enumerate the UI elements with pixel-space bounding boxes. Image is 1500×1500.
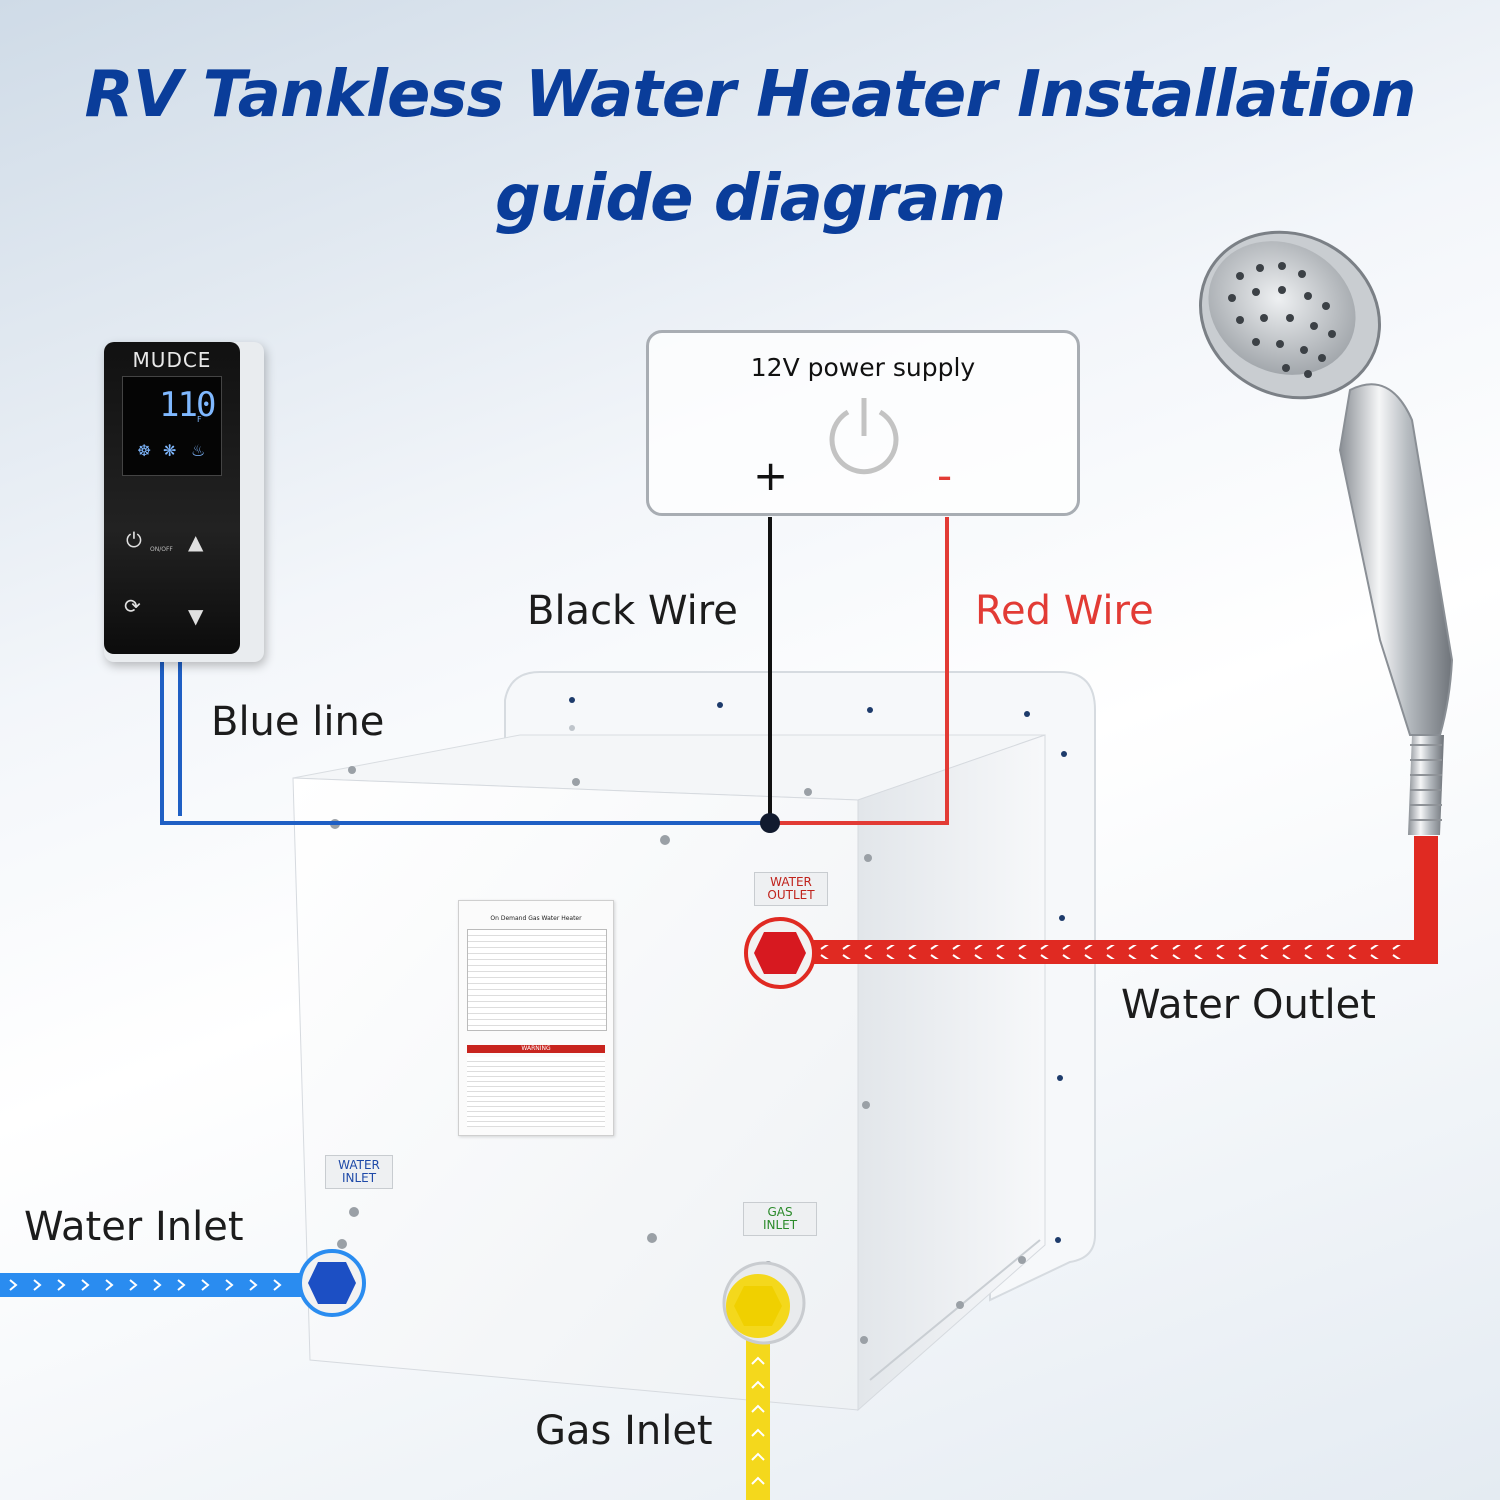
temperature-unit: F — [197, 415, 202, 424]
gas-inlet-label: Gas Inlet — [535, 1408, 713, 1454]
water-inlet-fitting — [298, 1249, 366, 1317]
temperature-readout: 110 — [159, 385, 216, 425]
display-screen: 110 F ☸ ❋ ♨ — [122, 376, 222, 476]
control-panel: MUDCE 110 F ☸ ❋ ♨ ⏻ ON/OFF ▲ ⟳ ▼ — [104, 342, 264, 662]
rating-plate: On Demand Gas Water Heater WARNING — [458, 900, 614, 1136]
fan-icon: ❋ — [163, 441, 177, 460]
rating-plate-title: On Demand Gas Water Heater — [490, 915, 582, 922]
temp-up-button[interactable]: ▲ — [188, 530, 204, 554]
gas-inlet-tag-line2: INLET — [762, 1218, 798, 1232]
temp-down-button[interactable]: ▼ — [188, 604, 204, 628]
power-supply-box: 12V power supply + - — [646, 330, 1080, 516]
power-button-icon[interactable]: ⏻ — [126, 528, 142, 552]
rating-plate-specs — [467, 929, 607, 1031]
gas-inlet-tag: GAS INLET — [743, 1202, 817, 1236]
black-wire-label: Black Wire — [527, 588, 738, 634]
rating-plate-warning: WARNING — [467, 1045, 605, 1053]
wire-junction — [760, 813, 780, 833]
water-outlet-tag-line1: WATER — [770, 875, 812, 889]
flame-icon: ♨ — [191, 441, 206, 460]
shower-head-icon — [1199, 230, 1454, 835]
water-inlet-tag-line2: INLET — [341, 1171, 377, 1185]
red-wire — [770, 517, 949, 825]
water-inlet-tag: WATER INLET — [325, 1155, 393, 1189]
rating-plate-warning-text — [467, 1057, 605, 1127]
control-panel-face: MUDCE 110 F ☸ ❋ ♨ ⏻ ON/OFF ▲ ⟳ ▼ — [104, 342, 240, 654]
diagram-title-line2: guide diagram — [495, 162, 1006, 236]
gas-inlet-fitting — [722, 1261, 806, 1345]
water-inlet-tag-line1: WATER — [338, 1158, 380, 1172]
water-inlet-label: Water Inlet — [24, 1204, 244, 1250]
unit-toggle-icon[interactable]: ⟳ — [124, 594, 141, 618]
water-heater-unit — [292, 734, 1046, 1412]
power-supply-label: 12V power supply — [750, 353, 976, 382]
water-outlet-tag: WATER OUTLET — [754, 872, 828, 906]
diagram-title-line1: RV Tankless Water Heater Installation — [84, 58, 1417, 132]
gas-inlet-pipe — [746, 1320, 770, 1500]
water-outlet-fitting — [744, 917, 816, 989]
blue-line-label: Blue line — [211, 699, 385, 745]
blue-line-wire — [160, 662, 770, 825]
water-outlet-label: Water Outlet — [1121, 982, 1376, 1028]
onoff-label: ON/OFF — [150, 546, 173, 553]
water-outlet-tag-line2: OUTLET — [767, 888, 815, 902]
water-inlet-pipe — [0, 1273, 320, 1297]
red-wire-label: Red Wire — [975, 588, 1154, 634]
gas-inlet-tag-line1: GAS — [767, 1205, 793, 1219]
positive-terminal: + — [753, 451, 789, 500]
negative-terminal: - — [937, 451, 953, 500]
shower-mode-icon: ☸ — [137, 441, 152, 460]
water-outlet-pipe — [790, 836, 1438, 964]
brand-logo: MUDCE — [132, 348, 212, 372]
